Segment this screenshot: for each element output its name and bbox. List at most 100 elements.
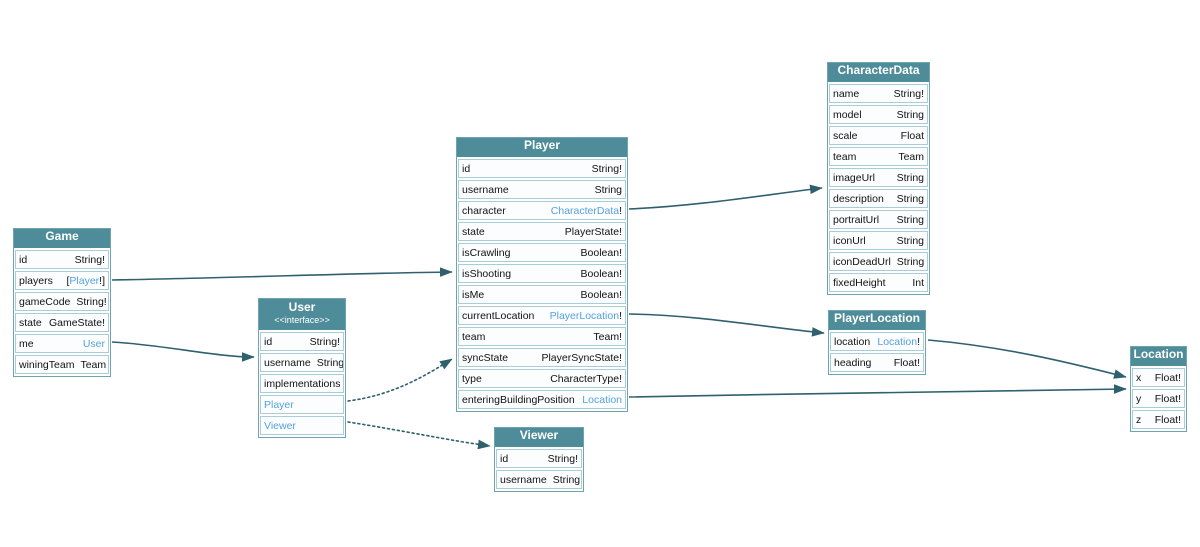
type-link-characterdata[interactable]: CharacterData [550, 204, 620, 217]
field-name: heading [834, 356, 872, 369]
implementation-link-viewer[interactable]: Viewer [264, 419, 296, 432]
table-header-game[interactable]: Game [14, 229, 110, 248]
field-type: String [317, 357, 343, 369]
type-text: PlayerSyncState! [541, 351, 622, 364]
table-header-player[interactable]: Player [457, 138, 627, 157]
type-text: Team [80, 358, 107, 371]
field-type: String! [310, 336, 340, 348]
type-link-location[interactable]: Location [582, 393, 622, 406]
field-name: id [264, 335, 273, 348]
type-link-playerlocation[interactable]: PlayerLocation [549, 309, 620, 322]
field-row-enteringbuildingposition[interactable]: enteringBuildingPosition Location [458, 390, 626, 409]
field-type: Location [582, 394, 622, 406]
type-text: String [896, 192, 924, 205]
field-name: scale [833, 129, 858, 142]
type-text: String [896, 171, 924, 184]
field-name: enteringBuildingPosition [462, 393, 575, 406]
field-type: String [897, 214, 924, 226]
field-row-player[interactable]: Player [260, 395, 344, 414]
field-type: PlayerState! [565, 226, 622, 238]
field-name: z [1136, 413, 1142, 426]
field-type: String [595, 184, 622, 196]
type-text: Int [912, 276, 924, 289]
field-type: Location! [877, 336, 920, 348]
edge-game.players-to-player [111, 267, 453, 281]
type-text: String [896, 234, 924, 247]
field-type: String! [75, 254, 105, 266]
type-text: String! [76, 295, 107, 308]
field-name: team [462, 330, 486, 343]
field-row-players[interactable]: players[Player!] [15, 271, 109, 290]
field-type: PlayerSyncState! [541, 352, 622, 364]
type-text: Boolean! [580, 267, 622, 280]
type-link-player[interactable]: Player [69, 274, 100, 287]
field-row-implementations[interactable]: implementations [260, 374, 344, 393]
field-type: User [83, 338, 105, 350]
field-name: implementations [264, 377, 341, 390]
table-header-viewer[interactable]: Viewer [495, 428, 583, 447]
table-header-characterdata[interactable]: CharacterData [828, 63, 929, 82]
implementation-link-player[interactable]: Player [264, 398, 294, 411]
type-text: String [594, 183, 622, 196]
type-text: Float! [1154, 413, 1181, 426]
field-name: state [19, 316, 42, 329]
table-header-location[interactable]: Location [1131, 347, 1186, 366]
field-type: Float! [1155, 393, 1181, 405]
type-link-user[interactable]: User [82, 337, 105, 350]
type-text: Float! [1154, 371, 1181, 384]
type-text: PlayerState! [564, 225, 622, 238]
field-row-me[interactable]: me User [15, 334, 109, 353]
field-row-iconurl[interactable]: iconUrl String [829, 231, 928, 250]
field-row-z[interactable]: z Float! [1132, 410, 1185, 429]
type-text: [ [66, 274, 70, 287]
type-link-location[interactable]: Location [877, 335, 918, 348]
table-header-playerlocation[interactable]: PlayerLocation [829, 311, 925, 330]
field-type: String [553, 474, 580, 486]
field-name: me [19, 337, 34, 350]
field-name: model [833, 108, 862, 121]
table-header-user[interactable]: User<<interface>> [259, 299, 345, 330]
field-row-id[interactable]: id String! [260, 332, 344, 351]
field-name: iconUrl [833, 234, 866, 247]
type-text: CharacterType! [550, 372, 622, 385]
field-row-viewer[interactable]: Viewer [260, 416, 344, 435]
edge-game.me-to-user [111, 341, 255, 362]
type-text: String! [547, 452, 578, 465]
field-type: [Player!] [66, 275, 105, 287]
type-text: ! [619, 204, 622, 217]
